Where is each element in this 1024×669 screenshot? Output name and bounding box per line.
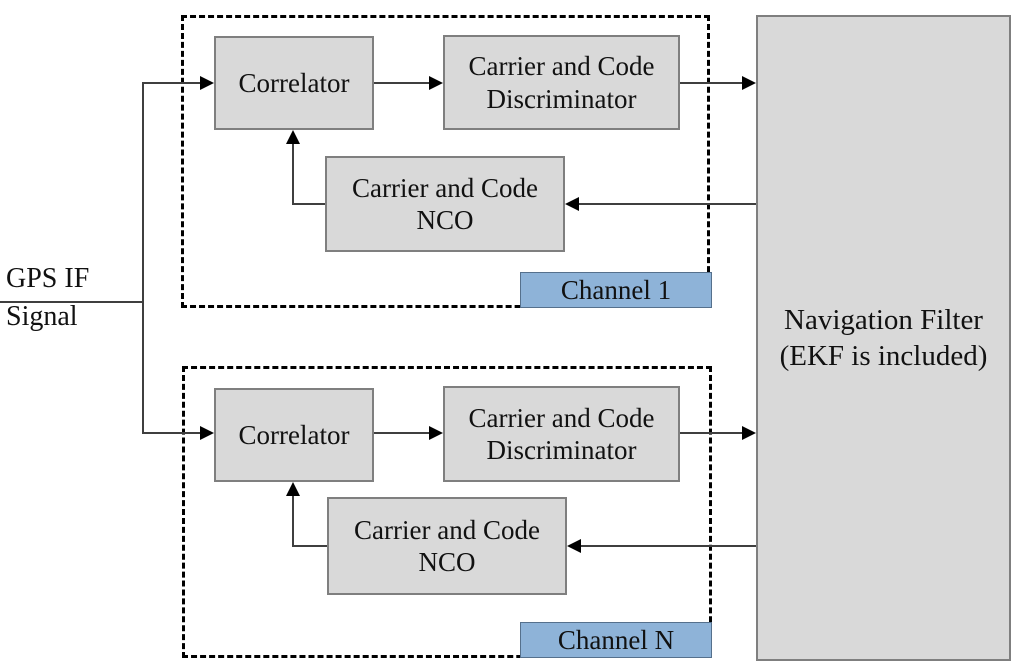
cn-nco-to-correlator-vline: [292, 495, 294, 547]
nco-label-line2: NCO: [416, 205, 474, 235]
c1-discriminator-to-navfilter-line: [680, 82, 743, 84]
arrowhead-into-correlator-1: [200, 76, 214, 90]
cn-arrowhead-into-correlator-bottom: [286, 482, 300, 496]
discriminator-block-channel-n: Carrier and Code Discriminator: [443, 386, 680, 482]
discriminator-label-line1: Carrier and Code: [468, 402, 655, 433]
nco-label-line1: Carrier and Code: [352, 172, 538, 203]
cn-navfilter-to-nco-line: [581, 545, 756, 547]
nco-block-channel-1: Carrier and Code NCO: [325, 156, 565, 252]
c1-arrowhead-into-correlator-bottom: [286, 130, 300, 144]
discriminator-label-line1: Carrier and Code: [468, 51, 655, 82]
navigation-filter-block: Navigation Filter (EKF is included): [756, 15, 1011, 661]
source-label-line1: GPS IF: [6, 263, 90, 294]
c1-navfilter-to-nco-line: [579, 203, 756, 205]
channel-1-label-text: Channel 1: [560, 274, 672, 305]
correlator-label: Correlator: [238, 67, 350, 98]
discriminator-label-line2: Discriminator: [486, 83, 637, 114]
c1-nco-to-correlator-vline: [292, 143, 294, 205]
correlator-label: Correlator: [238, 419, 350, 450]
discriminator-block-channel-1: Carrier and Code Discriminator: [443, 35, 680, 130]
channel-1-label: Channel 1: [520, 272, 712, 308]
c1-nco-to-correlator-hline: [292, 203, 325, 205]
cn-arrowhead-into-discriminator: [429, 426, 443, 440]
signal-line-trunk: [142, 82, 144, 434]
c1-arrowhead-into-nco: [565, 197, 579, 211]
signal-branch-top: [142, 82, 201, 84]
cn-arrowhead-into-nco: [567, 539, 581, 553]
channel-n-label-text: Channel N: [557, 624, 675, 655]
discriminator-label-line2: Discriminator: [486, 435, 637, 465]
nco-label-line2: NCO: [418, 547, 476, 577]
source-signal-label: GPS IF Signal: [6, 263, 89, 339]
cn-arrowhead-into-navfilter: [742, 426, 756, 440]
c1-arrowhead-into-navfilter: [742, 76, 756, 90]
correlator-block-channel-n: Correlator: [214, 388, 374, 482]
channel-n-label: Channel N: [520, 622, 712, 658]
nco-label-line1: Carrier and Code: [354, 514, 540, 545]
nco-block-channel-n: Carrier and Code NCO: [327, 497, 567, 595]
cn-correlator-to-discriminator-line: [374, 432, 430, 434]
cn-discriminator-to-navfilter-line: [680, 432, 743, 434]
arrowhead-into-correlator-n: [200, 426, 214, 440]
source-label-line2: Signal: [6, 301, 78, 332]
cn-nco-to-correlator-hline: [292, 545, 327, 547]
c1-arrowhead-into-discriminator: [429, 76, 443, 90]
signal-line-main: [0, 301, 143, 303]
correlator-block-channel-1: Correlator: [214, 36, 374, 130]
signal-branch-bottom: [142, 432, 201, 434]
navigation-filter-label-line1: Navigation Filter: [784, 303, 983, 336]
c1-correlator-to-discriminator-line: [374, 82, 430, 84]
channel-n-dashed-box: [182, 366, 712, 658]
navigation-filter-label-line2: (EKF is included): [779, 340, 988, 372]
channel-1-dashed-box: [181, 15, 710, 308]
